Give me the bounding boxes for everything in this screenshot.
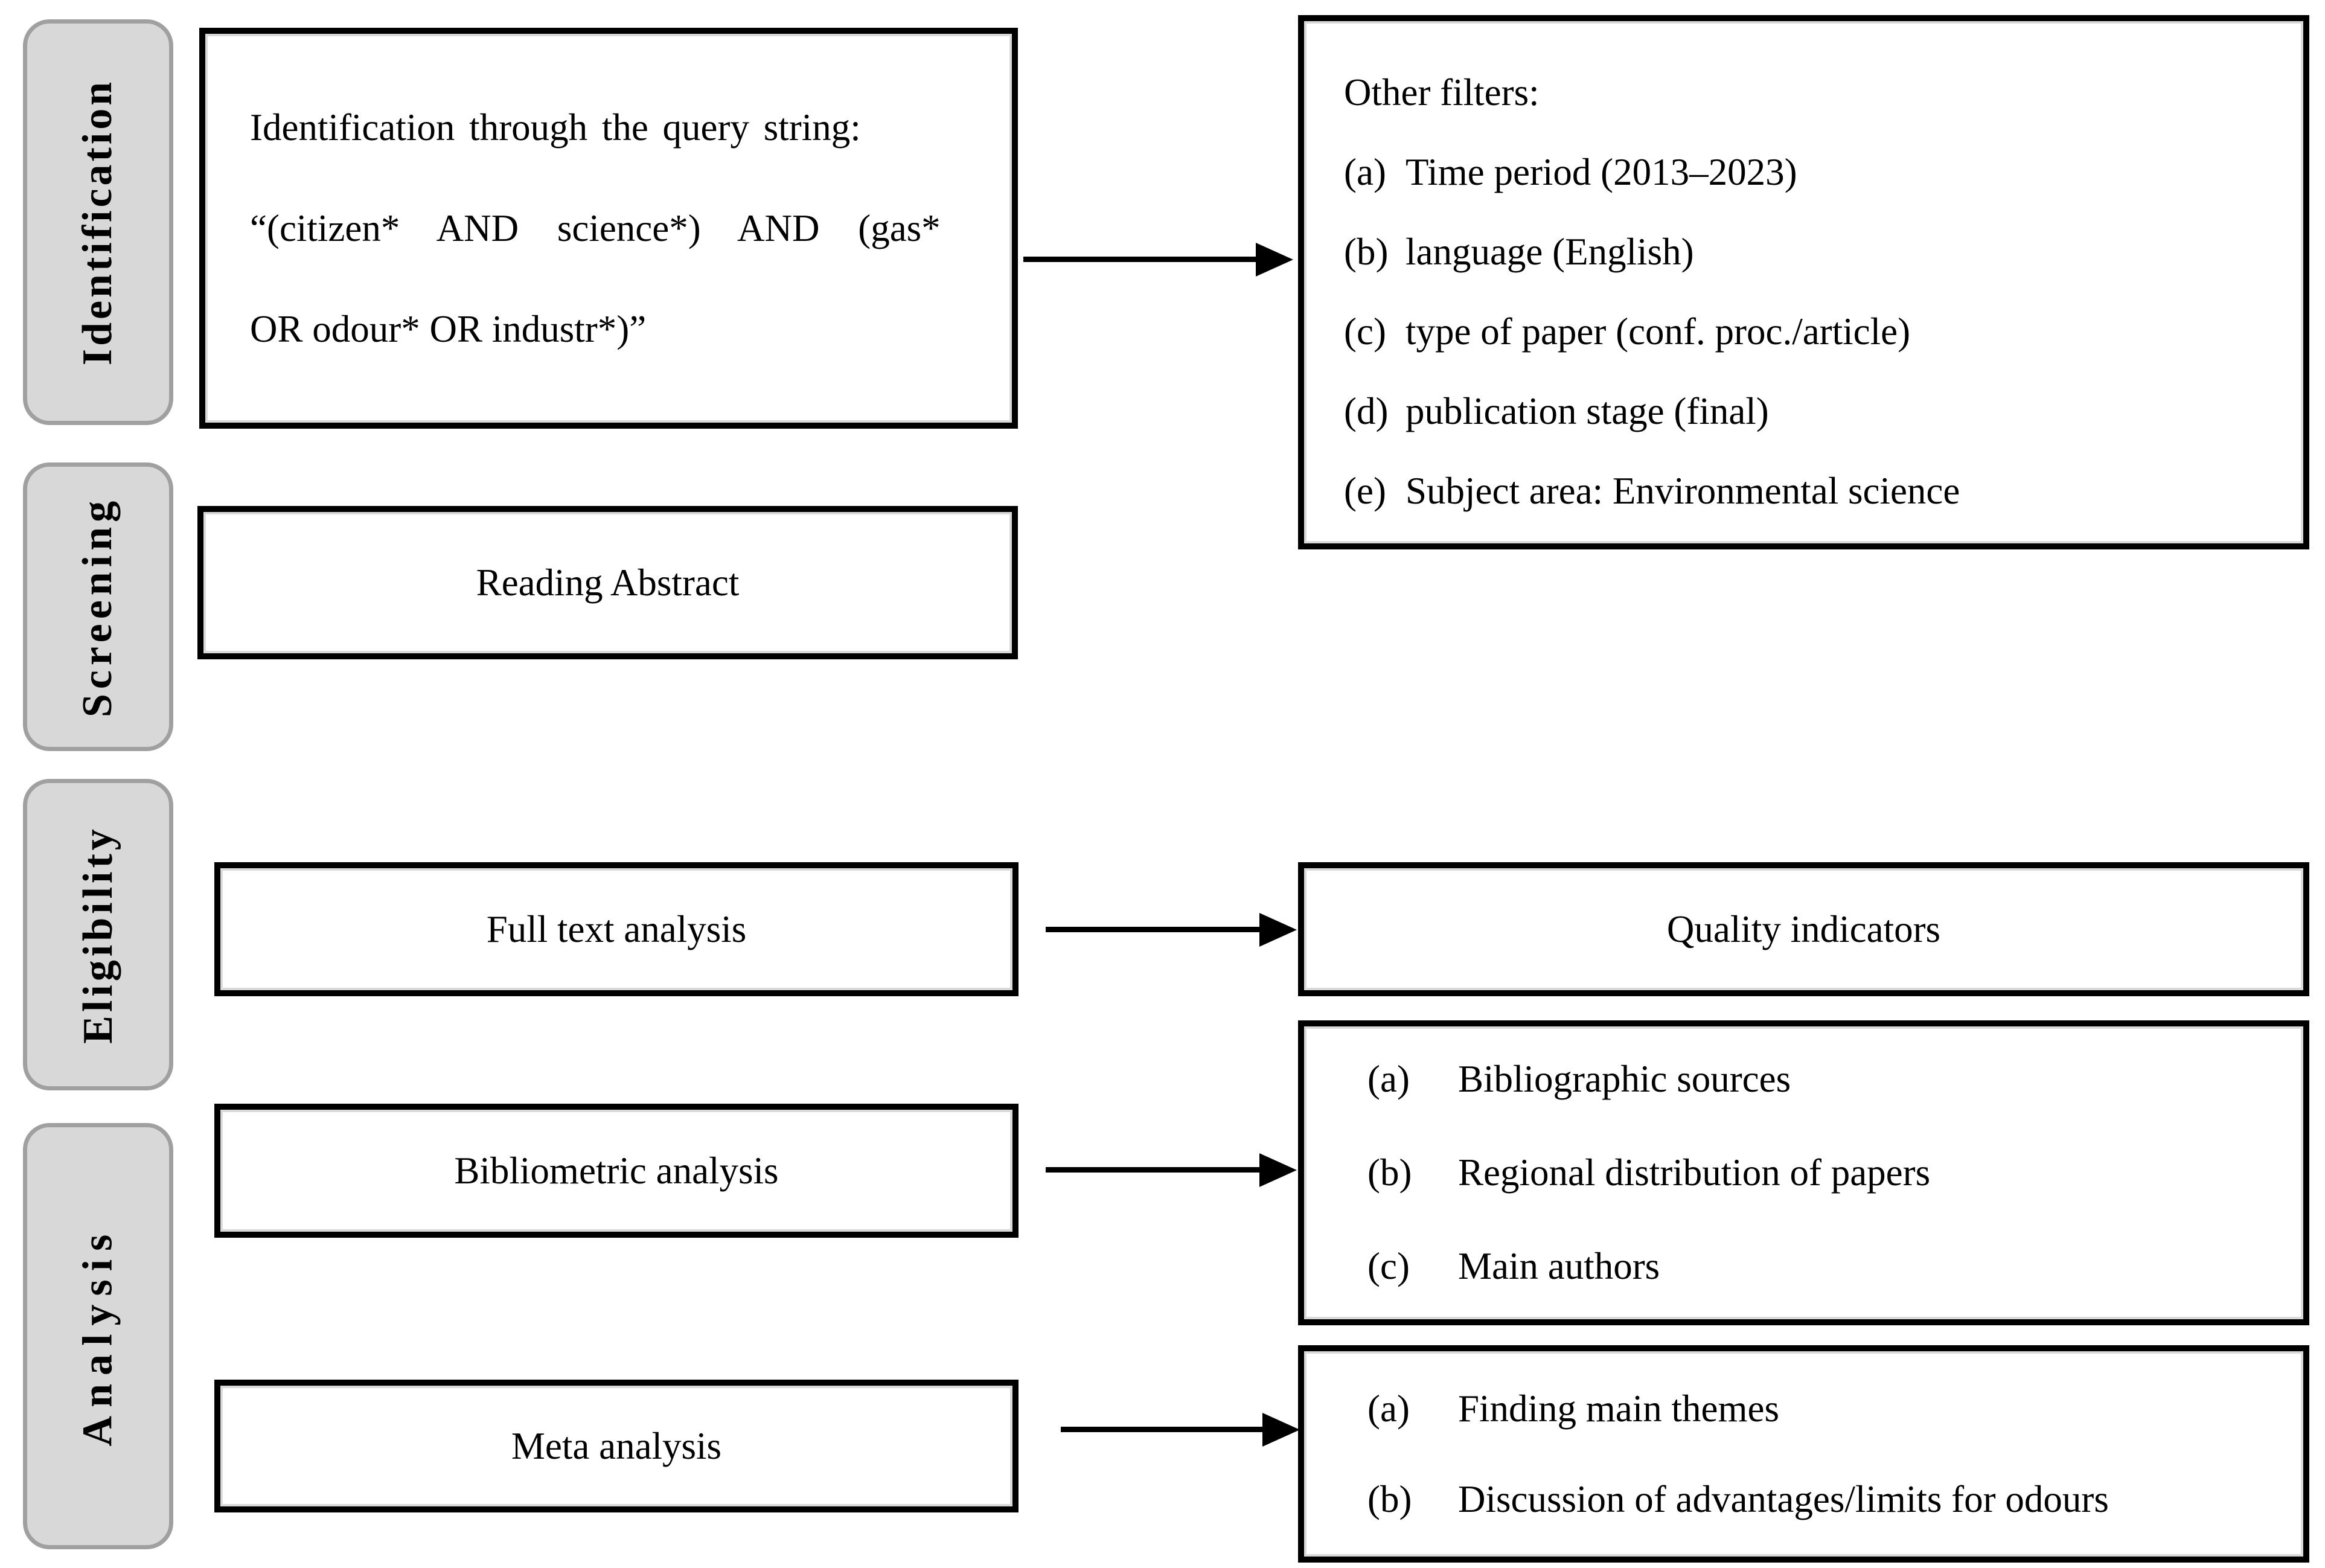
filter-item: (b) language (English) [1344,212,2279,292]
filter-item-marker: (d) [1344,390,1389,432]
reading-abstract-label: Reading Abstract [476,561,740,604]
list-item-text: Main authors [1458,1245,1660,1287]
list-item-marker: (b) [1367,1478,1412,1520]
list-item: (a) Finding main themes [1367,1363,2279,1454]
meta-analysis-box: Meta analysis [214,1380,1019,1512]
stage-label-identification: Identification [23,19,173,425]
bibliometric-outputs-box: (a) Bibliographic sources (b) Regional d… [1298,1020,2309,1325]
stage-label-screening: Screening [23,462,173,751]
bibliometric-analysis-box: Bibliometric analysis [214,1104,1019,1238]
arrow-fulltext-to-quality [1046,913,1297,947]
list-item-marker: (b) [1367,1151,1412,1194]
list-item: (b) Discussion of advantages/limits for … [1367,1454,2279,1544]
filter-item-marker: (a) [1344,151,1386,193]
stage-label-identification-text: Identification [74,78,121,366]
quality-indicators-box: Quality indicators [1298,862,2309,996]
meta-analysis-label: Meta analysis [511,1424,722,1467]
meta-outputs-box: (a) Finding main themes (b) Discussion o… [1298,1345,2309,1563]
full-text-analysis-box: Full text analysis [214,862,1019,996]
filter-item-marker: (b) [1344,231,1389,273]
arrow-meta-to-outputs [1061,1413,1300,1447]
query-line-2: “(citizen* AND science*) AND (gas* [250,206,941,249]
list-item: (a) Bibliographic sources [1367,1032,2279,1126]
query-line-3: OR odour* OR industr*)” [250,307,647,350]
stage-label-eligibility-text: Eligibility [74,825,121,1044]
filter-item-text: language (English) [1406,231,1694,273]
arrow-query-to-filters [1023,243,1293,277]
list-item: (b) Regional distribution of papers [1367,1126,2279,1220]
list-item: (c) Main authors [1367,1220,2279,1313]
filter-item-text: type of paper (conf. proc./article) [1406,310,1911,353]
other-filters-title: Other filters: [1344,71,1540,114]
filter-item-marker: (e) [1344,470,1386,512]
full-text-analysis-label: Full text analysis [486,907,747,950]
arrow-line [1046,927,1261,932]
list-item-text: Discussion of advantages/limits for odou… [1458,1478,2109,1520]
filter-item-marker: (c) [1344,310,1386,353]
stage-label-eligibility: Eligibility [23,779,173,1090]
filter-item: (a) Time period (2013–2023) [1344,132,2279,212]
arrow-head [1259,913,1297,947]
list-item-marker: (c) [1367,1245,1410,1287]
arrow-head [1259,1153,1297,1187]
list-item-marker: (a) [1367,1058,1410,1100]
list-item-text: Regional distribution of papers [1458,1151,1931,1194]
list-item-text: Bibliographic sources [1458,1058,1791,1100]
stage-label-screening-text: Screening [74,496,121,718]
filter-item-text: publication stage (final) [1406,390,1769,432]
query-string-box: Identification through the query string:… [199,28,1018,429]
list-item-marker: (a) [1367,1387,1410,1430]
arrow-head [1262,1413,1300,1447]
quality-indicators-label: Quality indicators [1666,907,1941,950]
reading-abstract-box: Reading Abstract [197,506,1018,659]
filter-item: (e) Subject area: Environmental science [1344,451,2279,531]
stage-label-analysis: Analysis [23,1123,173,1549]
arrow-head [1256,243,1293,277]
filter-item-text: Subject area: Environmental science [1406,470,1960,512]
arrow-line [1046,1167,1261,1173]
other-filters-box: Other filters: (a) Time period (2013–202… [1298,15,2309,549]
filter-item-text: Time period (2013–2023) [1406,151,1797,193]
query-line-1: Identification through the query string: [250,106,861,149]
bibliometric-analysis-label: Bibliometric analysis [454,1149,779,1192]
arrow-line [1061,1427,1264,1432]
arrow-bibliometric-to-outputs [1046,1153,1297,1187]
filter-item: (c) type of paper (conf. proc./article) [1344,292,2279,371]
stage-label-analysis-text: Analysis [74,1226,121,1447]
list-item-text: Finding main themes [1458,1387,1779,1430]
arrow-line [1023,257,1257,262]
filter-item: (d) publication stage (final) [1344,371,2279,451]
